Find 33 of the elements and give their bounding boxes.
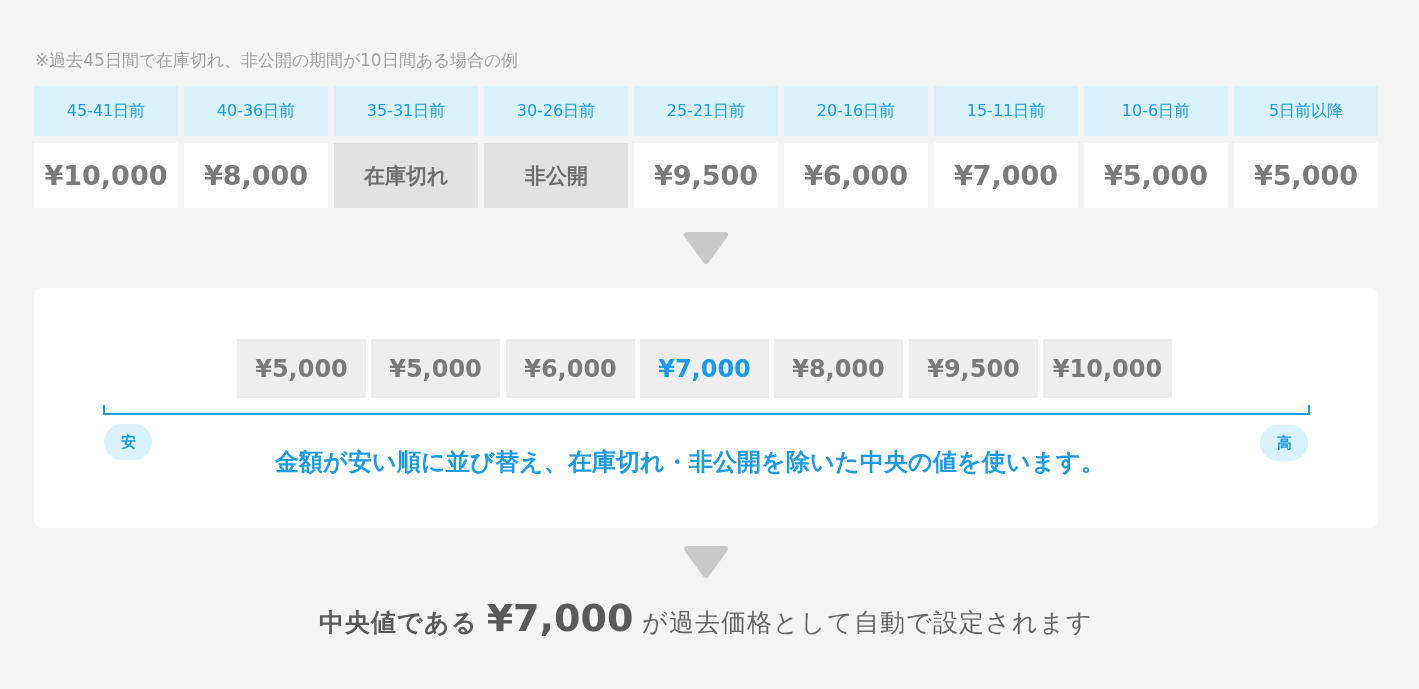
- down-arrow: [684, 232, 728, 264]
- note-text: ※過去45日間で在庫切れ、非公開の期間が10日間ある場合の例: [35, 49, 518, 72]
- down-arrow: [684, 546, 728, 578]
- status-cell: 非公開: [484, 143, 628, 208]
- price-cell: ¥9,500: [634, 143, 778, 208]
- status-cell: 在庫切れ: [334, 143, 478, 208]
- price-cell: ¥7,000: [934, 143, 1078, 208]
- period-header: 20-16日前: [784, 86, 928, 136]
- period-header: 25-21日前: [634, 86, 778, 136]
- summary-panel: [34, 288, 1378, 528]
- sorted-price-tile: ¥5,000: [237, 339, 366, 398]
- result-text: 中央値である ¥7,000 が過去価格として自動で設定されます: [318, 596, 1094, 645]
- period-header: 10-6日前: [1084, 86, 1228, 136]
- price-cell: ¥5,000: [1234, 143, 1378, 208]
- sorted-price-tile: ¥8,000: [774, 339, 903, 398]
- period-header: 40-36日前: [184, 86, 328, 136]
- price-cell: ¥8,000: [184, 143, 328, 208]
- period-header: 5日前以降: [1234, 86, 1378, 136]
- sorted-price-tile: ¥6,000: [506, 339, 635, 398]
- period-header: 30-26日前: [484, 86, 628, 136]
- high-price-tag: 高: [1260, 425, 1308, 461]
- price-cell: ¥6,000: [784, 143, 928, 208]
- sorted-price-tile: ¥9,500: [909, 339, 1038, 398]
- price-cell: ¥5,000: [1084, 143, 1228, 208]
- median-price-tile: ¥7,000: [640, 339, 769, 398]
- period-header: 35-31日前: [334, 86, 478, 136]
- low-price-tag: 安: [104, 424, 152, 460]
- sorted-price-tile: ¥10,000: [1043, 339, 1172, 398]
- description-text: 金額が安い順に並び替え、在庫切れ・非公開を除いた中央の値を使います。: [275, 447, 1105, 478]
- sorted-price-tile: ¥5,000: [371, 339, 500, 398]
- period-header: 45-41日前: [34, 86, 178, 136]
- price-cell: ¥10,000: [34, 143, 178, 208]
- period-header: 15-11日前: [934, 86, 1078, 136]
